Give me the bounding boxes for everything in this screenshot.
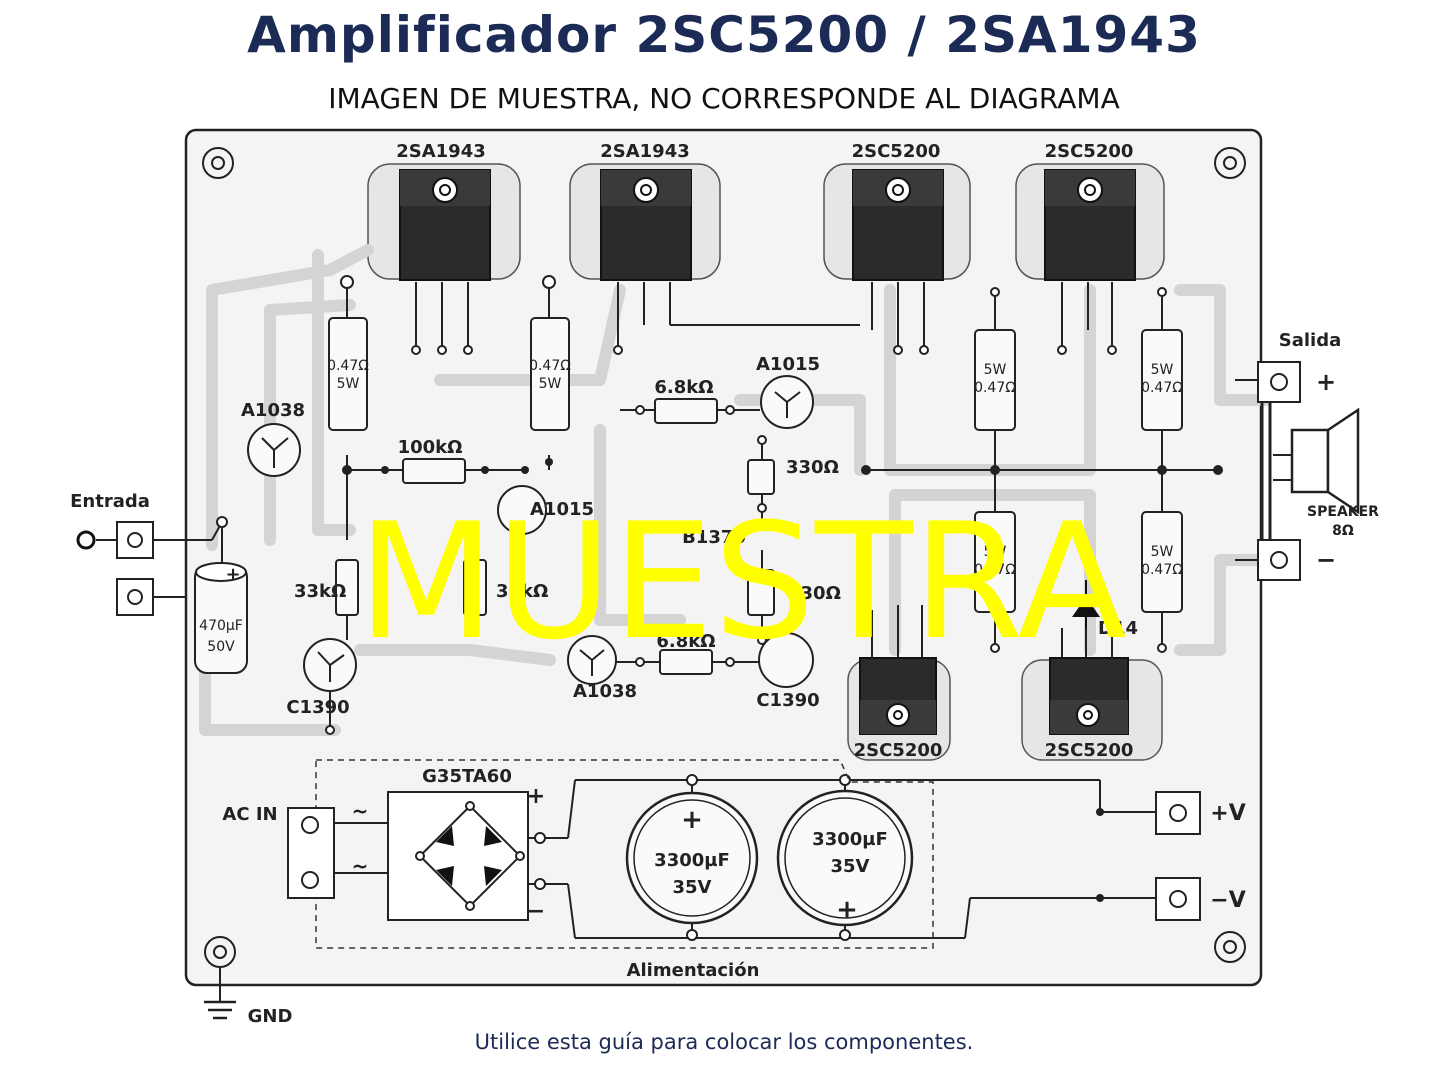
label-r3-watt: 5W [984,362,1007,378]
page-subtitle: IMAGEN DE MUESTRA, NO CORRESPONDE AL DIA… [328,82,1120,115]
transistor-bottom-1 [859,657,937,735]
label-filter-cap1-plus: + [681,805,703,835]
label-input-cap-voltage: 50V [207,639,235,655]
label-q-top3: 2SC5200 [852,141,941,162]
label-q-top1: 2SA1943 [396,141,486,162]
transistor-top-4 [1044,169,1136,281]
label-q-top2: 2SA1943 [600,141,690,162]
power-section-outline [315,759,934,949]
power-connectors [1155,791,1201,921]
label-ac-in: AC IN [222,804,277,825]
speaker-icon [1290,407,1360,515]
label-diode: D14 [1098,618,1138,639]
label-bridge-minus: − [527,899,545,924]
diode [1070,580,1102,628]
small-resistors [335,398,775,675]
label-r-330-bot: 330Ω [788,583,841,604]
page-title: Amplificador 2SC5200 / 2SA1943 [247,6,1201,64]
label-r4-watt: 5W [1151,362,1174,378]
label-neg-v: −V [1210,888,1245,913]
label-q-bot2: 2SC5200 [1045,740,1134,761]
transistor-top-1 [399,169,491,281]
transistor-top-2 [600,169,692,281]
label-filter-cap2-value: 3300µF [812,829,888,850]
label-a1038-mid: A1038 [573,681,637,702]
label-r5-watt: 5W [984,544,1007,560]
label-tilde-2: ~ [352,854,369,878]
label-a1038-left: A1038 [241,400,305,421]
label-c1390-right: C1390 [756,690,819,711]
label-r1-watt: 5W [337,376,360,392]
transistor-pins [261,391,801,682]
label-entrada: Entrada [70,491,150,512]
label-r6-ohm: 0.47Ω [1141,562,1183,578]
label-r2-ohm: 0.47Ω [529,358,571,374]
label-r-330-top: 330Ω [786,457,839,478]
label-bridge: G35TA60 [422,766,512,787]
label-output-plus: + [1316,368,1336,396]
small-transistors [247,375,814,692]
output-connector [1257,361,1301,581]
footer-note: Utilice esta guía para colocar los compo… [474,1030,974,1054]
filter-capacitors [625,789,914,927]
label-r5-ohm: 0.47Ω [974,562,1016,578]
label-b1370: B1370 [682,527,746,548]
label-a1015-mid: A1015 [530,499,594,520]
label-filter-cap2-voltage: 35V [831,856,870,877]
input-capacitor [194,562,248,674]
label-bridge-plus: + [527,784,545,809]
label-input-cap-value: 470µF [199,618,243,634]
label-pos-v: +V [1210,801,1245,826]
label-gnd: GND [248,1006,293,1027]
input-connector [76,521,154,616]
label-r-33k-left: 33kΩ [294,581,346,602]
label-filter-cap2-plus: + [836,895,858,925]
label-alimentacion: Alimentación [627,960,760,981]
transistor-top-3 [852,169,944,281]
ac-in-connector [287,807,335,899]
label-filter-cap1-value: 3300µF [654,850,730,871]
label-salida: Salida [1279,330,1341,351]
label-tilde-1: ~ [352,799,369,823]
label-speaker-ohm: 8Ω [1332,523,1354,539]
junction-dots [342,458,1223,902]
watermark: MUESTRA [357,488,1127,675]
label-input-cap-plus: + [225,564,240,585]
label-output-minus: − [1316,546,1336,574]
label-r4-ohm: 0.47Ω [1141,380,1183,396]
label-r-6k8-bot: 6.8kΩ [656,631,715,652]
label-c1390-left: C1390 [286,697,349,718]
label-filter-cap1-voltage: 35V [673,877,712,898]
transistor-bottom-2 [1049,657,1129,735]
label-r2-watt: 5W [539,376,562,392]
label-speaker: SPEAKER [1307,504,1379,520]
label-r3-ohm: 0.47Ω [974,380,1016,396]
bridge-rectifier [387,791,529,921]
label-r-100k: 100kΩ [398,437,463,458]
label-r1-ohm: 0.47Ω [327,358,369,374]
label-q-top4: 2SC5200 [1045,141,1134,162]
label-r-6k8-top: 6.8kΩ [654,377,713,398]
power-resistors [328,317,1183,613]
label-r-33k-right: 33kΩ [496,581,548,602]
label-r6-watt: 5W [1151,544,1174,560]
label-q-bot1: 2SC5200 [854,740,943,761]
label-a1015-top: A1015 [756,354,820,375]
mounting-holes [202,147,1246,968]
